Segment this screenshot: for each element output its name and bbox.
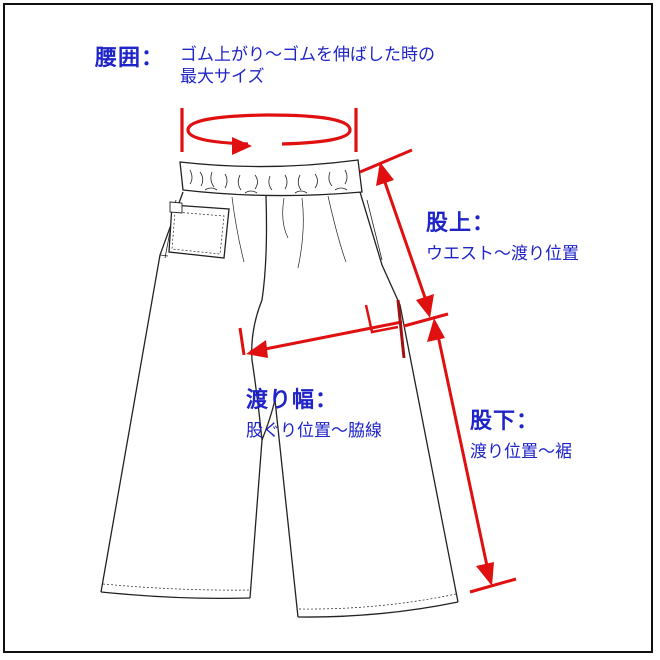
fold-lines [231, 195, 347, 269]
waist-arrowhead [232, 137, 252, 155]
rise-arrow [359, 148, 434, 318]
waist-arrow [180, 108, 358, 155]
inseam-description: 渡り位置～裾 [470, 442, 572, 462]
waist-description-line1: ゴム上がり～ゴムを伸ばした時の [180, 45, 435, 65]
thigh-arrow [238, 299, 406, 359]
crotch-curve-back [261, 399, 276, 441]
thigh-description: 股ぐり位置～脇線 [246, 421, 382, 441]
rise-heading: 股上： [426, 210, 496, 236]
waist-label: 腰囲： [95, 40, 164, 72]
rise-label: 股上： ウエスト～渡り位置 [426, 205, 579, 264]
thigh-heading: 渡り幅： [246, 387, 339, 413]
inseam-heading: 股下： [470, 408, 540, 434]
right-inseam [274, 399, 299, 618]
waist-description: ゴム上がり～ゴムを伸ばした時の 最大サイズ [180, 44, 435, 88]
pants-outline [100, 159, 459, 618]
thigh-label: 渡り幅： 股ぐり位置～脇線 [246, 382, 382, 441]
inseam-label: 股下： 渡り位置～裾 [470, 403, 572, 462]
waistband-gathers [189, 169, 348, 194]
waist-heading: 腰囲： [95, 45, 165, 71]
left-hem [100, 591, 251, 600]
right-side-seam [359, 191, 459, 603]
rise-description: ウエスト～渡り位置 [426, 244, 579, 264]
crotch-curve [251, 195, 268, 441]
right-angle-marker [364, 304, 399, 334]
inseam-arrow [403, 312, 517, 594]
diagram-frame [3, 3, 653, 653]
waist-description-line2: 最大サイズ [180, 67, 265, 87]
hem-stitch [102, 583, 457, 610]
left-inseam [249, 439, 263, 599]
back-pocket [168, 201, 230, 259]
right-hem [297, 601, 459, 618]
waistband [179, 159, 363, 197]
